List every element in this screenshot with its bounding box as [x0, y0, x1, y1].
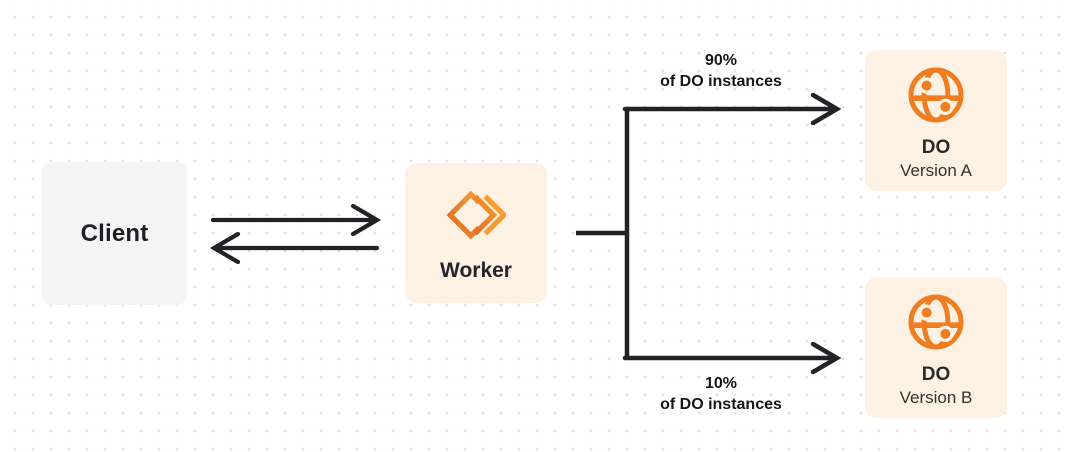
- worker-to-client-arrow: [209, 231, 380, 265]
- top-branch-label: 90% of DO instances: [621, 50, 821, 92]
- bottom-branch-label: 10% of DO instances: [621, 373, 821, 415]
- do-b-subtitle: Version B: [899, 387, 973, 407]
- client-node: Client: [42, 162, 187, 305]
- do-version-a-node: DO Version A: [865, 50, 1007, 191]
- top-branch-caption: of DO instances: [660, 73, 782, 90]
- client-label: Client: [80, 219, 149, 247]
- globe-icon: [906, 65, 966, 130]
- client-to-worker-arrow: [210, 203, 382, 237]
- globe-icon: [906, 292, 966, 357]
- bottom-branch-percent: 10%: [704, 375, 738, 392]
- bottom-branch-caption: of DO instances: [660, 396, 782, 413]
- worker-label: Worker: [440, 259, 512, 282]
- do-version-b-node: DO Version B: [865, 277, 1007, 418]
- worker-node: Worker: [405, 163, 547, 303]
- branch-arrow-10: [622, 341, 842, 375]
- workers-icon: [446, 189, 508, 246]
- branch-arrow-90: [622, 92, 842, 126]
- do-a-title: DO: [921, 136, 951, 158]
- top-branch-percent: 90%: [704, 52, 738, 69]
- do-b-title: DO: [921, 363, 951, 385]
- do-a-subtitle: Version A: [900, 160, 972, 180]
